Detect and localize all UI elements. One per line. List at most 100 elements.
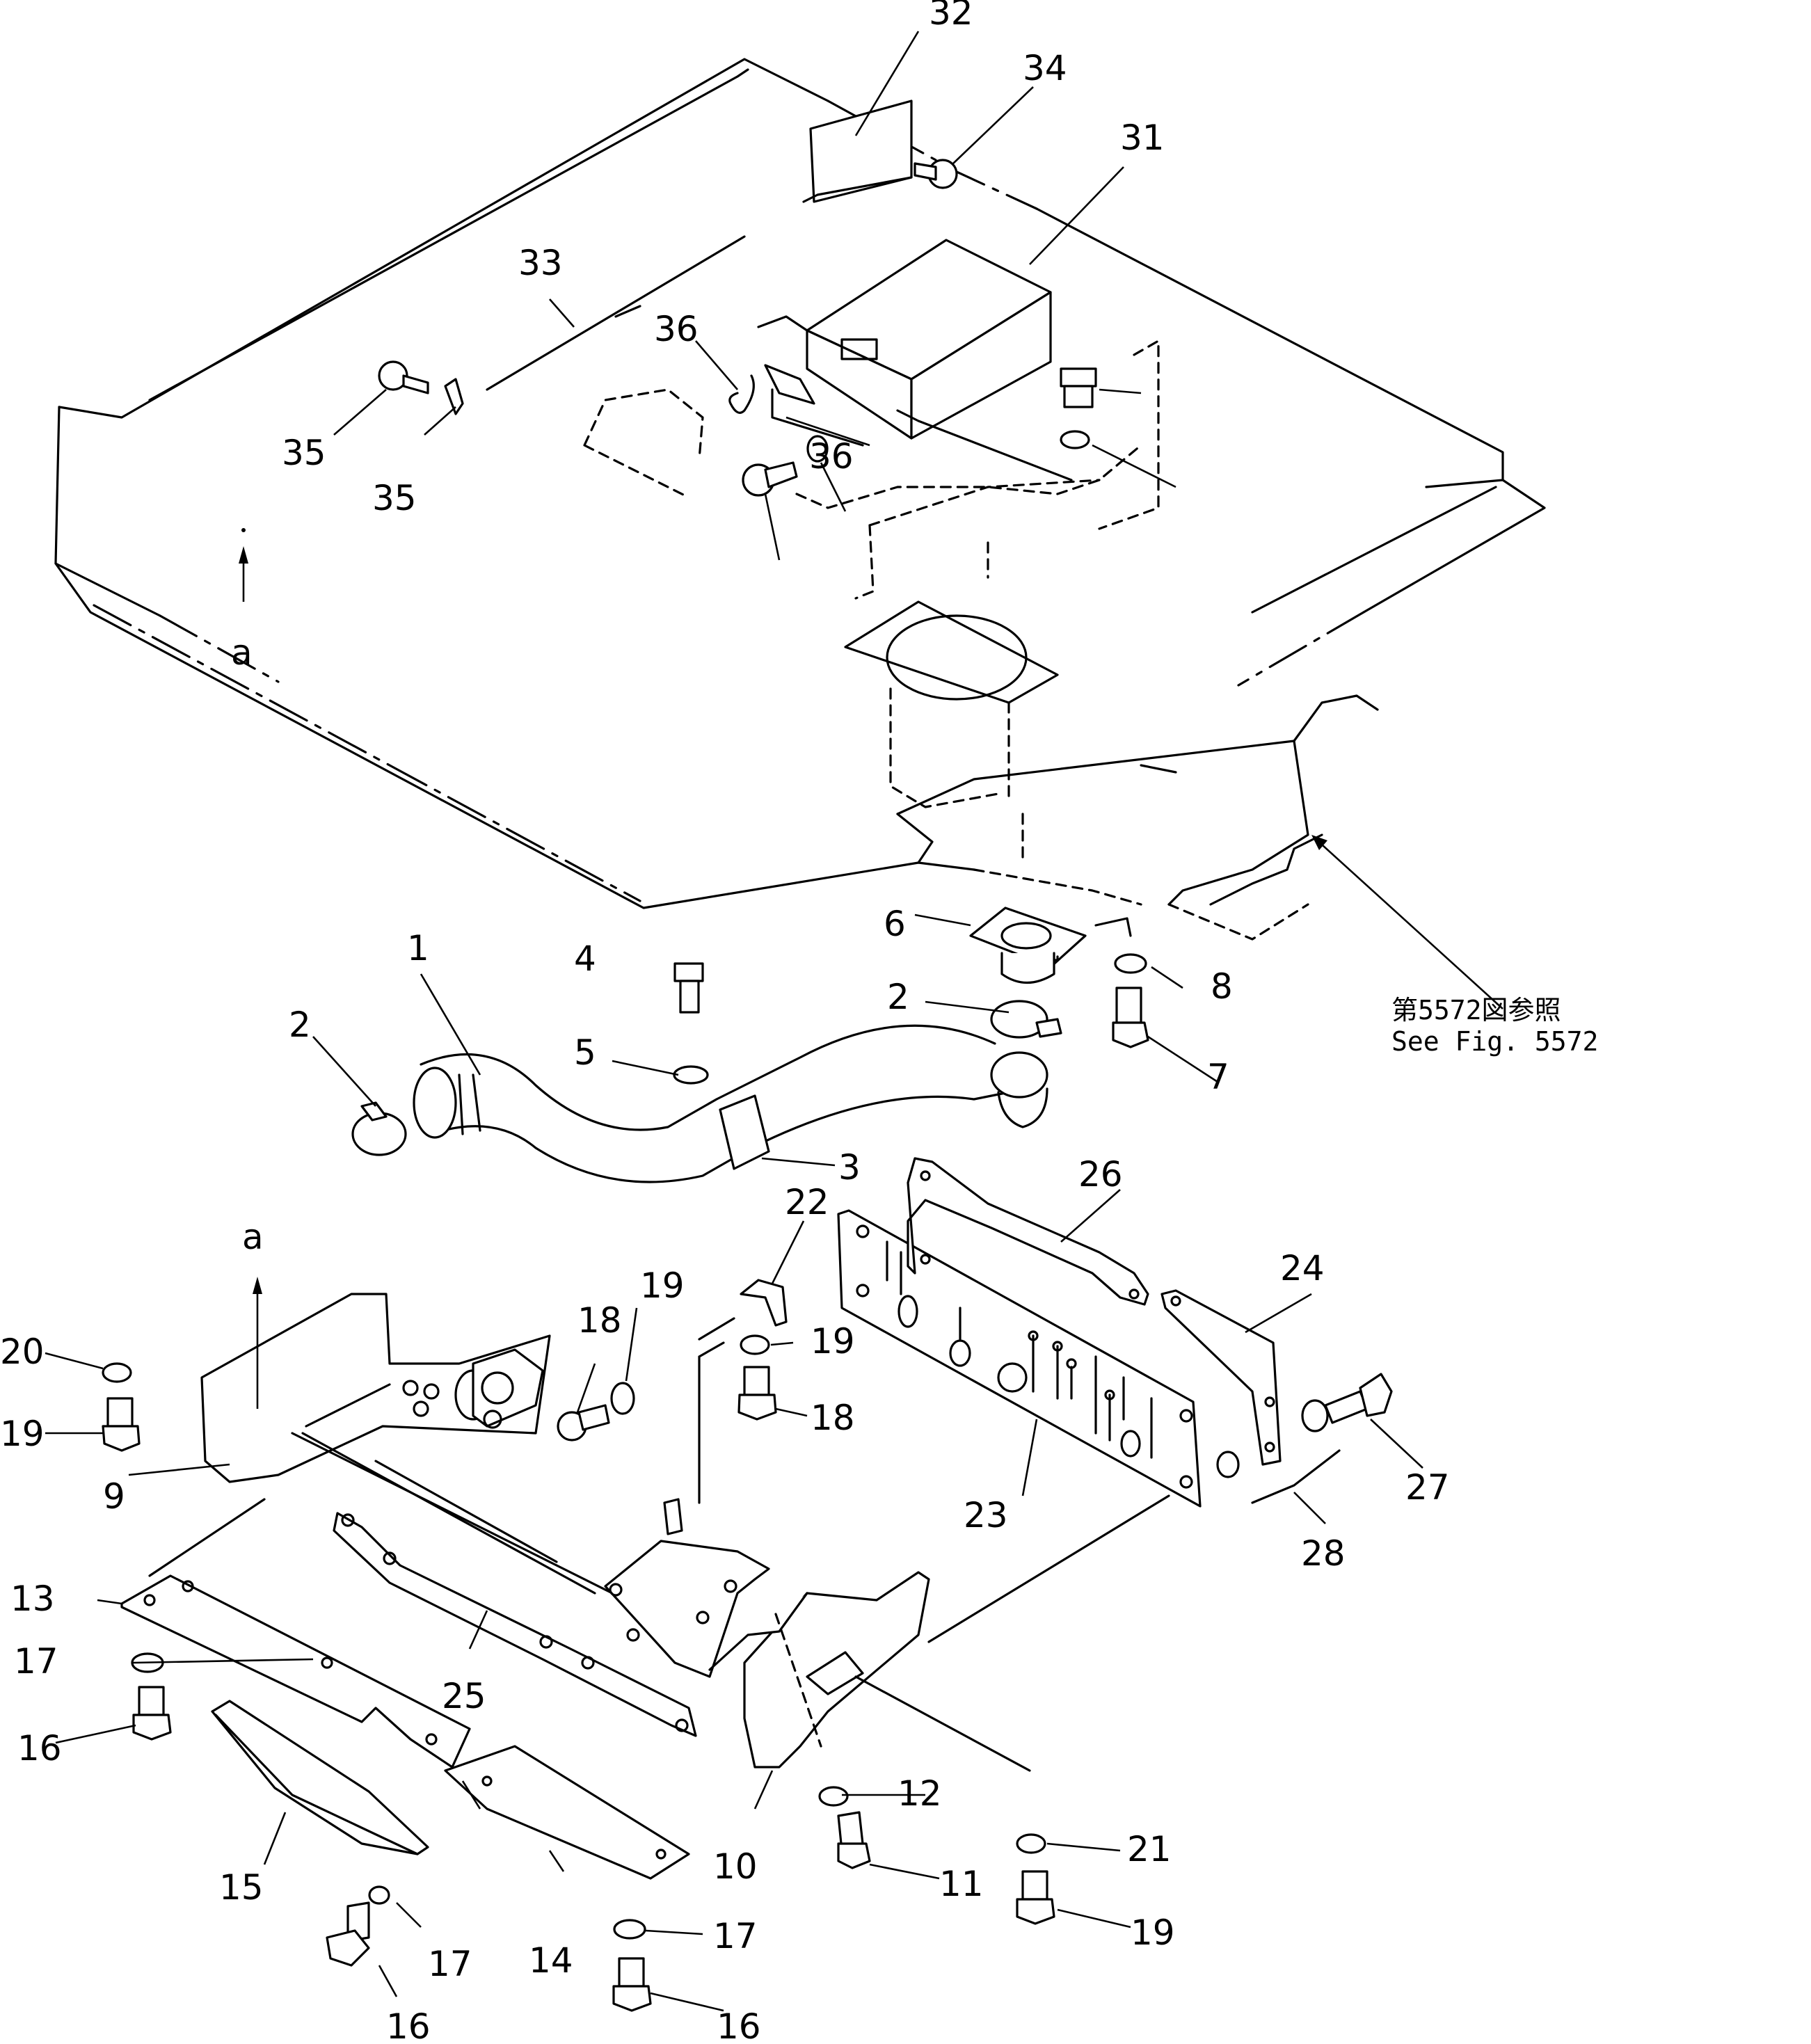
part-6-flange — [969, 907, 1132, 984]
callout-3: 3 — [838, 1147, 861, 1188]
part-34-bracket — [764, 364, 864, 447]
callout-1: 1 — [407, 928, 429, 968]
part-8-washer — [1114, 953, 1147, 974]
left-hatch — [583, 388, 704, 499]
callout-17b: 17 — [713, 1916, 758, 1956]
part-lower-center-frame — [291, 1341, 770, 1678]
callout-17c: 17 — [428, 1944, 472, 1984]
callout-16a: 16 — [17, 1728, 62, 1768]
part-24-gasket — [907, 1157, 1149, 1306]
callout-21: 23 — [964, 1495, 1008, 1535]
part-19-washer-right — [1016, 1833, 1046, 1854]
part-17-washer-right — [613, 1919, 646, 1940]
part-27-box — [757, 239, 1073, 481]
part-19-washer-left — [102, 1362, 132, 1383]
part-31-clip — [444, 378, 464, 415]
part-5-washer — [673, 1065, 709, 1085]
part-16-bolt-right — [612, 1957, 652, 2012]
harness-lower — [854, 479, 1101, 600]
part-35-bolt-left — [742, 461, 798, 497]
part-17-washer-center — [368, 1885, 390, 1905]
part-18-bolt-center — [737, 1366, 777, 1421]
part-30-bolt — [914, 159, 958, 189]
part-26-washer-b — [1216, 1451, 1240, 1478]
part-21-plate — [837, 1209, 1202, 1508]
part-26-leader — [1251, 1449, 1341, 1504]
part-16-bolt-center — [326, 1901, 370, 1967]
dot-top — [241, 528, 246, 532]
part-10-right-bracket — [708, 1494, 1170, 1772]
callout-14: 14 — [529, 1940, 573, 1981]
part-18-bolt-mid — [557, 1404, 610, 1442]
part-19-washer-mid — [610, 1382, 635, 1415]
callout-10: 10 — [713, 1846, 758, 1887]
callout-25: 27 — [1405, 1467, 1450, 1508]
part-25-bolt — [1324, 1373, 1393, 1424]
part-13-plate — [120, 1498, 471, 1768]
part-14-plate — [444, 1745, 690, 1880]
callout-30: 34 — [1023, 48, 1067, 88]
part-20-bracket — [698, 1279, 788, 1341]
callout-9: 9 — [103, 1476, 125, 1517]
part-19-washer-center — [740, 1334, 770, 1355]
callout-4: 4 — [574, 939, 596, 979]
reference-english: See Fig. 5572 — [1391, 1026, 1598, 1057]
part-18-bolt-left — [102, 1397, 141, 1452]
callout-32: 35 — [282, 433, 326, 473]
callout-6: 6 — [884, 904, 906, 944]
callout-34: 36 — [809, 436, 854, 477]
callout-labels: 32 34 31 33 36 36 35 35 a a 1 4 2 2 6 8 … — [0, 0, 1598, 2044]
callout-8: 8 — [1211, 966, 1233, 1007]
part-32-bolt — [378, 360, 429, 394]
callout-12: 12 — [897, 1773, 942, 1814]
part-33-spring — [728, 374, 755, 414]
part-35-bolt-right — [1060, 367, 1097, 408]
right-panel — [1098, 340, 1160, 530]
part-1-hose — [413, 1024, 1048, 1183]
callout-17a: 17 — [14, 1641, 58, 1682]
callout-18d: 19 — [1131, 1913, 1175, 1953]
part-22-gasket — [1160, 1289, 1282, 1466]
part-23-rail — [301, 1432, 697, 1737]
part-28-plate — [802, 99, 913, 203]
callout-2a: 2 — [289, 1005, 311, 1045]
callout-23: 25 — [442, 1676, 486, 1716]
view-arrow-bottom — [253, 1277, 262, 1409]
callout-16c: 16 — [717, 2006, 761, 2044]
callout-19a: 19 — [640, 1265, 685, 1306]
part-7-bolt — [1112, 987, 1149, 1048]
callout-11: 11 — [939, 1864, 984, 1904]
callout-26: 28 — [1301, 1533, 1346, 1574]
callout-18c: 19 — [0, 1414, 45, 1454]
callout-31: 35 — [372, 478, 417, 518]
part-12-washer — [818, 1786, 849, 1807]
view-label-top: a — [231, 632, 253, 673]
callout-7: 7 — [1207, 1057, 1229, 1097]
callout-29: 33 — [518, 243, 563, 283]
callout-5: 5 — [574, 1032, 596, 1073]
callout-28: 32 — [929, 0, 973, 33]
callout-18a: 18 — [577, 1300, 622, 1341]
callout-20: 22 — [785, 1182, 829, 1222]
callout-19c: 20 — [0, 1332, 45, 1372]
part-11-bolt — [837, 1811, 871, 1869]
callout-24: 26 — [1078, 1154, 1123, 1195]
callout-13: 13 — [10, 1579, 55, 1619]
callout-2b: 2 — [887, 977, 909, 1017]
part-2-clamp-left — [351, 1101, 407, 1156]
callout-22: 24 — [1280, 1248, 1325, 1288]
part-29-rod — [486, 235, 746, 391]
callout-16b: 16 — [386, 2006, 431, 2044]
part-36-washer-left — [806, 435, 829, 463]
callout-33: 36 — [654, 309, 699, 349]
reference-japanese: 第5572図参照 — [1391, 995, 1561, 1025]
part-4-bolt — [673, 962, 704, 1014]
floor-frame — [54, 58, 1546, 941]
callout-19d: 21 — [1127, 1829, 1172, 1869]
view-label-bottom: a — [242, 1217, 264, 1257]
callout-18b: 18 — [811, 1398, 855, 1438]
callout-19b: 19 — [811, 1321, 855, 1362]
callout-15: 15 — [219, 1867, 264, 1908]
part-2-clamp-right — [990, 1000, 1062, 1039]
